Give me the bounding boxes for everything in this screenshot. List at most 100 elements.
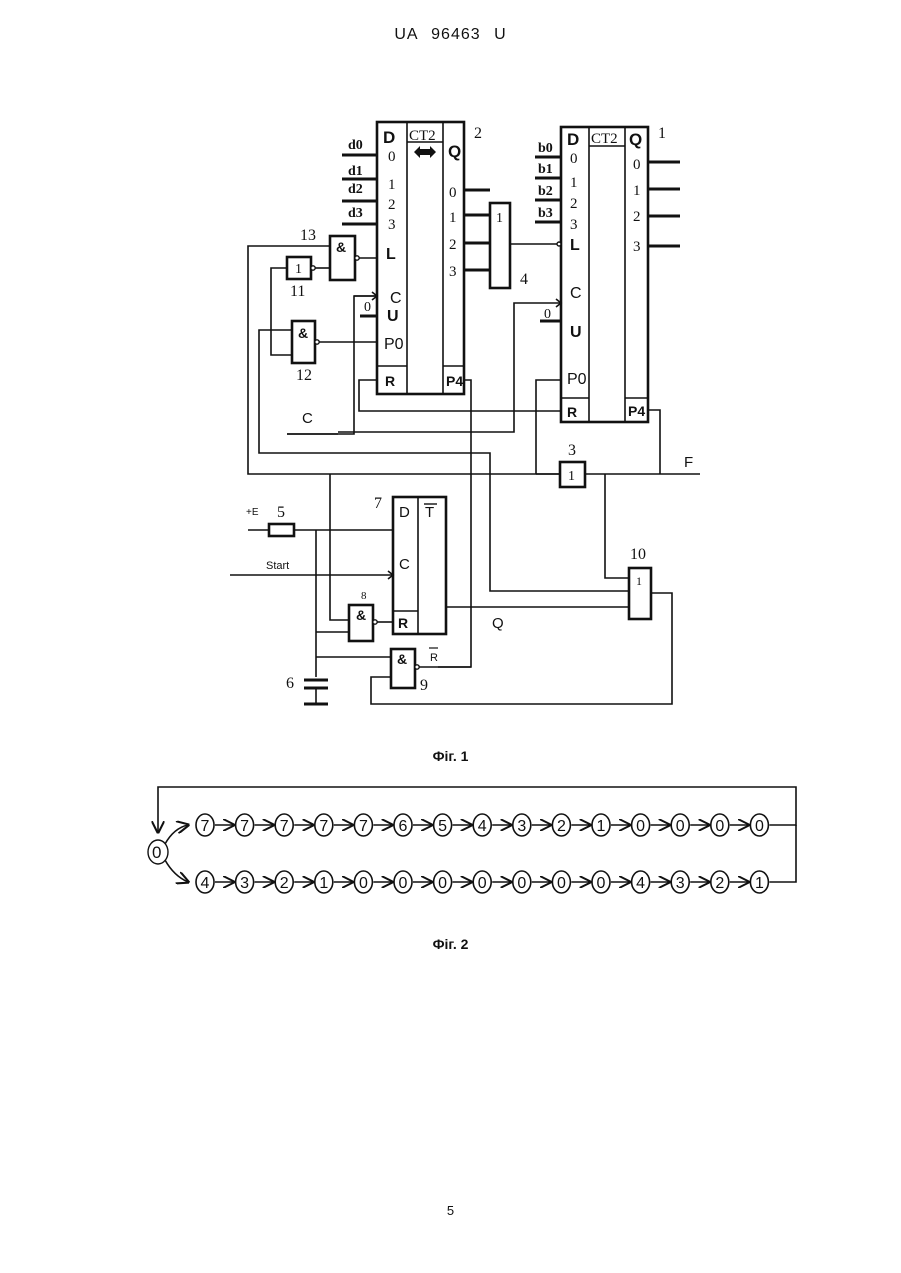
top-row-state-7: 4 [473,814,491,836]
gate-12-and: & 12 [292,321,319,384]
top-row-state-3: 7 [315,814,333,836]
counter-1-pin-carry-out: P4 [628,403,645,419]
svg-text:&: & [397,651,407,667]
gate-11-number: 11 [290,283,305,300]
counter-2-pin-carry-in: P0 [384,336,404,353]
counter-2-data-input-d0: d0 [348,138,363,153]
counter-1-in-bit-2: 2 [570,196,578,212]
counter-1-data-input-b1: b1 [538,162,553,177]
start-state: 0 [152,843,161,862]
trigger-7-func: T [425,504,434,521]
counter-2-pin-load: L [386,246,396,263]
counter-1-in-bit-3: 3 [570,217,578,233]
svg-text:4: 4 [478,818,487,835]
svg-text:7: 7 [201,818,210,835]
counter-1-out-bit-0: 0 [633,157,641,173]
top-row-state-9: 2 [552,814,570,836]
counter-2-in-bit-1: 1 [388,177,396,193]
bottom-row-state-4: 0 [354,871,372,893]
counter-1-data-input-b0: b0 [538,141,553,156]
svg-text:0: 0 [597,875,606,892]
svg-text:1: 1 [295,262,302,277]
top-row-state-1: 7 [236,814,254,836]
trigger-7-number: 7 [374,495,382,512]
top-row-state-8: 3 [513,814,531,836]
counter-1: CT2 D Q 1 0 1 2 3 L C U P0 R P4 0 1 2 3 … [535,125,680,422]
svg-text:&: & [336,239,346,255]
svg-text:7: 7 [359,818,368,835]
bottom-row-state-13: 2 [711,871,729,893]
counter-1-pin-load: L [570,237,580,254]
bottom-row-state-9: 0 [552,871,570,893]
clock-signal-label: C [302,410,313,427]
top-row-state-13: 0 [711,814,729,836]
r-bar-signal-label: R [430,652,438,664]
counter-1-pin-reset: R [567,404,577,420]
counter-2-out-bit-2: 2 [449,237,457,253]
page-number: 5 [0,1203,901,1218]
gate-10-number: 10 [630,546,646,563]
svg-text:0: 0 [557,875,566,892]
counter-2-u-const: 0 [364,300,371,315]
counter-1-pin-updown: U [570,324,582,341]
counter-2-pin-clock: C [390,290,402,307]
q-signal-label: Q [492,615,504,632]
svg-text:0: 0 [438,875,447,892]
svg-text:3: 3 [517,818,526,835]
bottom-row-state-8: 0 [513,871,531,893]
top-row-state-5: 6 [394,814,412,836]
svg-text:1: 1 [755,875,764,892]
top-sequence-row: 777776543210000 [196,814,776,836]
svg-text:0: 0 [676,818,685,835]
svg-text:1: 1 [568,469,575,484]
svg-text:7: 7 [240,818,249,835]
figure-1-caption: Фіг. 1 [0,748,901,764]
counter-2-in-bit-2: 2 [388,197,396,213]
gate-11-not: 1 11 [287,257,315,300]
svg-text:1: 1 [636,574,642,588]
bottom-row-state-1: 3 [236,871,254,893]
bottom-row-state-7: 0 [473,871,491,893]
counter-1-pin-clock: C [570,285,582,302]
trigger-7: D T C R 7 [374,495,446,634]
gate-10-or: 1 10 [629,546,651,619]
svg-text:3: 3 [676,875,685,892]
top-row-state-2: 7 [275,814,293,836]
bottom-row-state-5: 0 [394,871,412,893]
bottom-row-state-2: 2 [275,871,293,893]
svg-text:0: 0 [478,875,487,892]
trigger-7-r-pin: R [398,615,408,631]
gate-8-number: 8 [361,590,367,602]
bottom-row-state-12: 3 [671,871,689,893]
start-signal-label: Start [266,560,289,572]
top-row-state-4: 7 [354,814,372,836]
counter-2-out-bit-1: 1 [449,210,457,226]
bottom-row-state-3: 1 [315,871,333,893]
counter-1-q-header: Q [629,130,642,149]
top-row-state-12: 0 [671,814,689,836]
counter-1-number: 1 [658,125,666,142]
bottom-row-state-11: 4 [632,871,650,893]
counter-2-out-bit-3: 3 [449,264,457,280]
svg-text:2: 2 [557,818,566,835]
counter-2-number: 2 [474,125,482,142]
counter-2-out-bit-0: 0 [449,185,457,201]
counter-2-pin-reset: R [385,373,395,389]
svg-text:1: 1 [496,211,503,226]
svg-text:3: 3 [240,875,249,892]
top-row-state-11: 0 [632,814,650,836]
gate-9-and: & 9 [391,649,428,694]
counter-1-func: CT2 [591,131,618,147]
svg-text:0: 0 [359,875,368,892]
gate-4-number: 4 [520,271,528,288]
svg-text:7: 7 [280,818,289,835]
f-signal-label: F [684,454,693,471]
gate-8-and: & 8 [349,590,377,641]
gate-13-number: 13 [300,227,316,244]
counter-2-data-input-d1: d1 [348,164,363,179]
svg-text:7: 7 [319,818,328,835]
counter-2-func: CT2 [409,128,436,144]
svg-text:1: 1 [319,875,328,892]
counter-2-d-header: D [383,128,395,147]
gate-3-or: 1 3 [560,442,585,487]
